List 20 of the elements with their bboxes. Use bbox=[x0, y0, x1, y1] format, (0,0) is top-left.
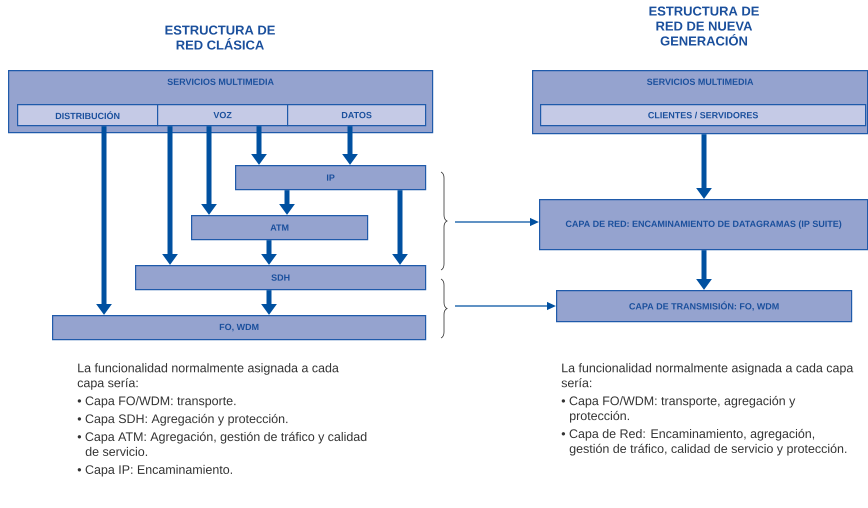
layer-box: IP bbox=[235, 165, 426, 190]
bullet-item: • Capa FO/WDM: transporte. bbox=[78, 396, 236, 408]
heading: ESTRUCTURA DE RED DE NUEVA GENERACIÓN bbox=[649, 6, 759, 46]
bullet-item: • Capa SDH: Agregación y protección. bbox=[78, 414, 288, 426]
bullet-item: • Capa IP: Encaminamiento. bbox=[78, 464, 232, 476]
layer-box: CAPA DE TRANSMISIÓN: FO, WDM bbox=[556, 290, 852, 322]
layer-box: ATM bbox=[191, 215, 368, 240]
bullet-item: • Capa FO/WDM: transporte, agregación y protección. bbox=[562, 396, 796, 423]
bullet-item: • Capa ATM: Agregación, gestión de tráfico y calidad de servicio. bbox=[78, 432, 366, 456]
layer-box: SDH bbox=[135, 265, 426, 290]
service-cell: DATOS bbox=[287, 104, 426, 126]
layer-box: CAPA DE RED: ENCAMINAMIENTO DE DATAGRAMAS (IP SUITE) bbox=[539, 199, 868, 250]
layer-box: FO, WDM bbox=[52, 315, 426, 340]
intro-text: La funcionalidad normalmente asignada a cada capa sería: bbox=[78, 363, 339, 390]
heading: ESTRUCTURA DE RED CLÁSICA bbox=[165, 26, 275, 50]
bullet-item: • Capa de Red: Encaminamiento, agregación, gestión de tráfico, calidad de servicio y protección. bbox=[562, 428, 846, 456]
service-cell: DISTRIBUCIÓN bbox=[17, 104, 158, 126]
service-cell: VOZ bbox=[157, 104, 288, 126]
service-cell: CLIENTES / SERVIDORES bbox=[540, 104, 866, 126]
intro-text: La funcionalidad normalmente asignada a cada capa sería: bbox=[562, 363, 854, 388]
